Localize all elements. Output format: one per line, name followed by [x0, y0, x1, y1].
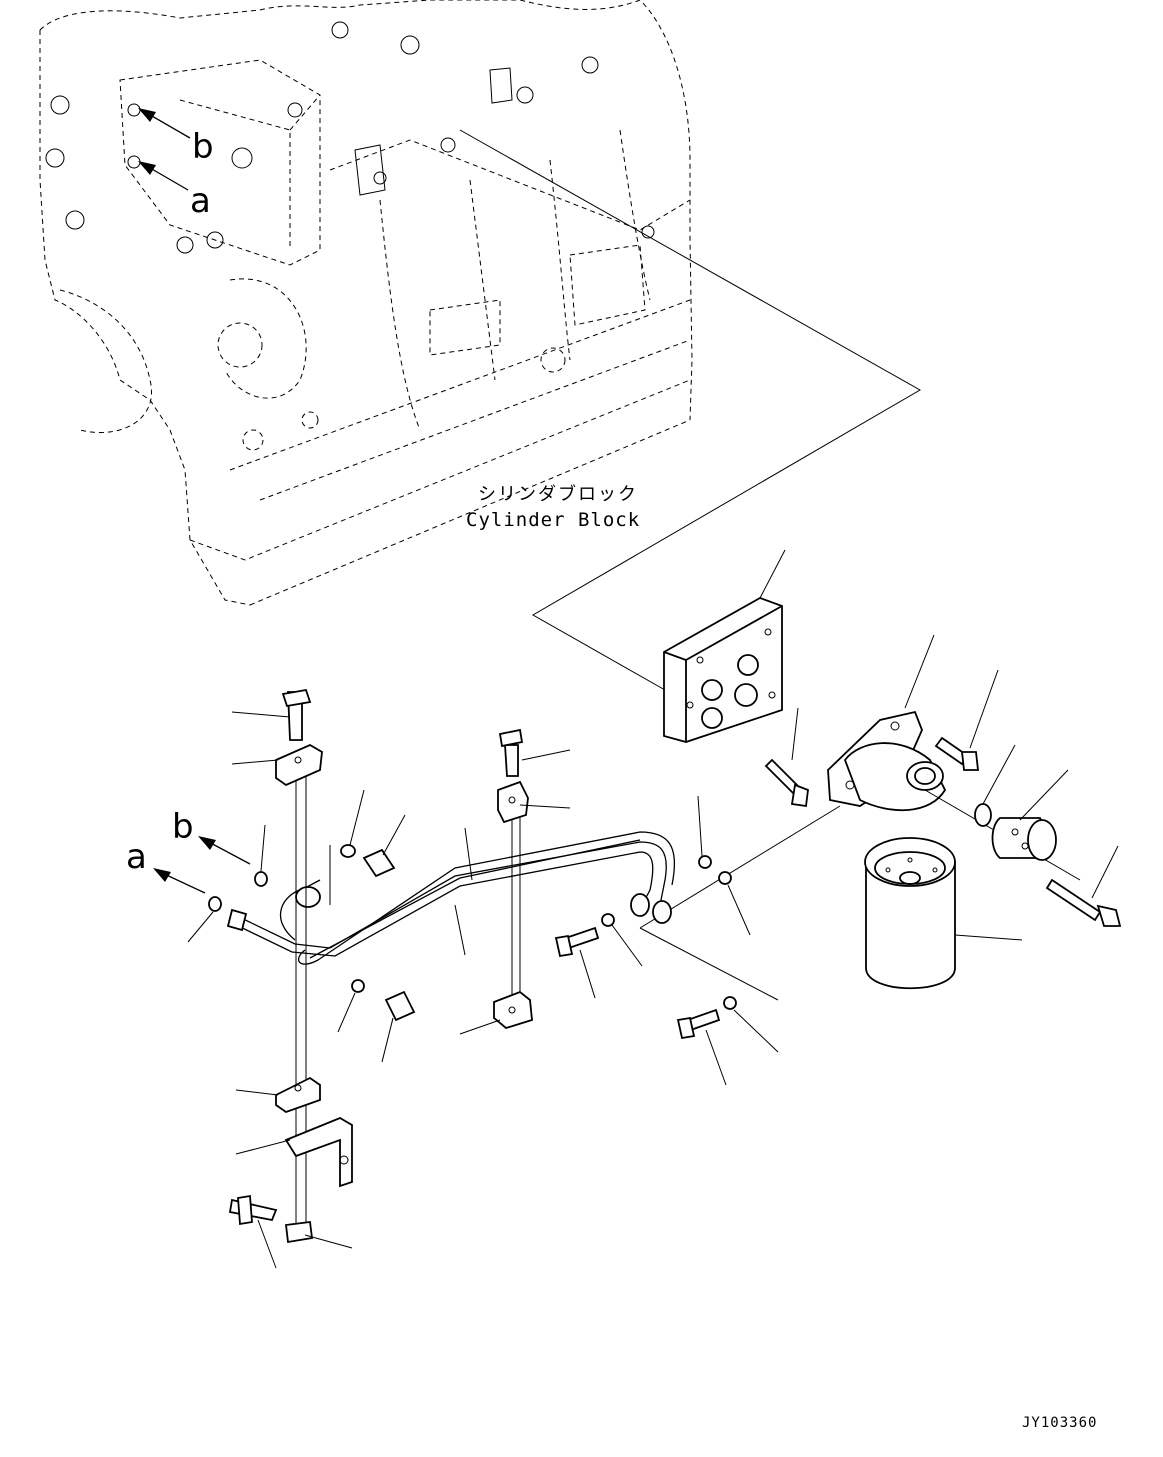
block-port-arrows [138, 108, 191, 191]
washer-b [254, 871, 268, 887]
bolt-plate [764, 758, 809, 808]
adapter-plate [663, 597, 783, 743]
long-bolt [1045, 878, 1122, 927]
tube-port-arrows [153, 836, 251, 894]
port-b-label-block: b [192, 127, 214, 167]
port-a-label-tube: a [126, 837, 147, 877]
leader-oil-filter [954, 934, 1023, 941]
drawing-id: JY103360 [1022, 1415, 1097, 1431]
leader-adapter-plate [759, 549, 786, 599]
oil-tubes [226, 831, 676, 965]
port-a-label-block: a [190, 181, 211, 221]
bolt-filter-head [934, 736, 980, 771]
cylinder-block-outline [39, 0, 693, 606]
oil-filter [864, 837, 956, 990]
cylinder-block-label-jp: シリンダブロック [478, 483, 638, 505]
relief-valve [991, 817, 1057, 861]
leader-filter-head [904, 634, 935, 709]
washer-a [208, 896, 222, 912]
port-b-label-tube: b [172, 807, 194, 847]
cylinder-block-label-en: Cylinder Block [466, 509, 640, 531]
clamp-assembly-center [493, 728, 533, 1030]
joint-bolts-right [554, 855, 737, 1040]
assembly-reference-lines [459, 129, 922, 691]
clamp-assembly-left [228, 688, 353, 1244]
o-ring [974, 803, 992, 827]
filter-head [827, 710, 947, 812]
joint-bolt-left [340, 844, 416, 1022]
